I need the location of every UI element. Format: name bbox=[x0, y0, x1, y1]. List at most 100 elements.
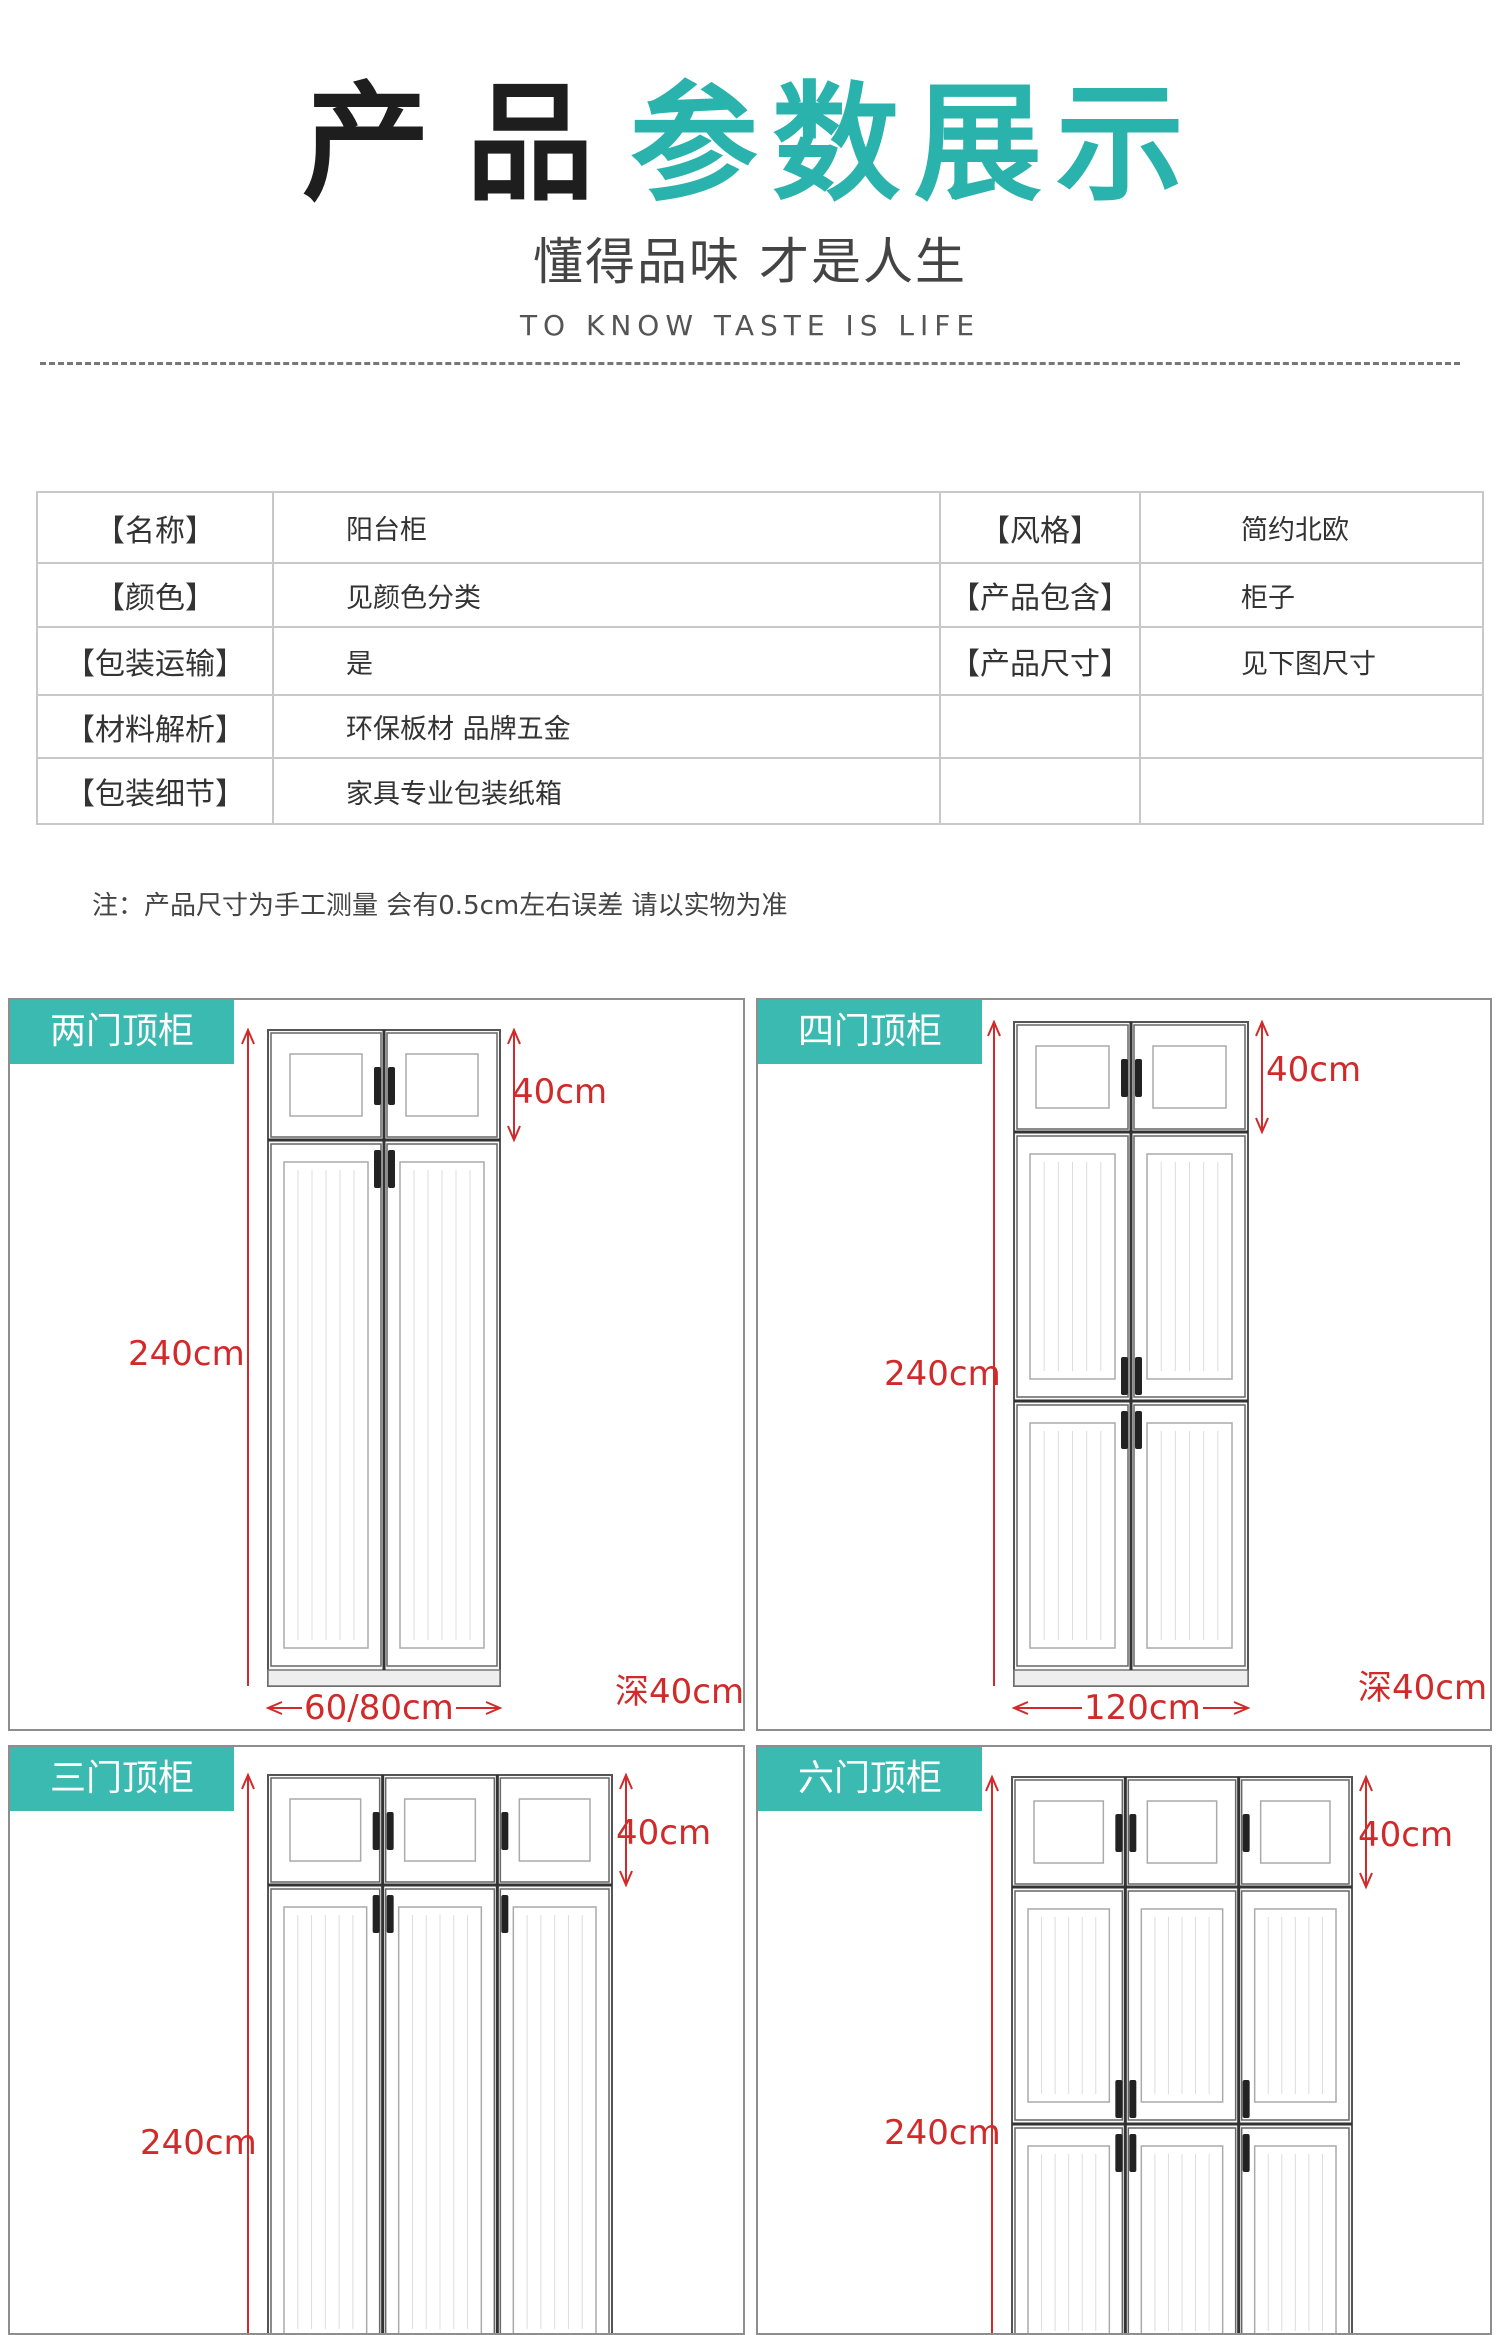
door-handle bbox=[1129, 2080, 1137, 2118]
door-handle bbox=[1135, 1357, 1142, 1395]
door-panel bbox=[1146, 1153, 1233, 1380]
cabinet-plinth bbox=[267, 1669, 501, 1687]
door-panel bbox=[283, 1161, 369, 1649]
panel-title-tag: 两门顶柜 bbox=[10, 1000, 235, 1064]
panel-six-door: 六门顶柜 240cm 40cm bbox=[756, 1745, 1492, 2335]
door-handle bbox=[1129, 2134, 1137, 2172]
spec-label bbox=[939, 694, 1141, 759]
cabinet-drawing-four-door bbox=[987, 1019, 1269, 1715]
top-door bbox=[384, 1777, 496, 1883]
top-door bbox=[1127, 1779, 1237, 1885]
top-door bbox=[499, 1777, 610, 1883]
top-height-dimension: 40cm bbox=[512, 1072, 608, 1112]
door-panel bbox=[1029, 1153, 1116, 1380]
door-panel bbox=[1152, 1045, 1227, 1109]
door-panel bbox=[1146, 1422, 1233, 1649]
top-door bbox=[1133, 1024, 1246, 1130]
spec-label: 【颜色】 bbox=[36, 562, 274, 628]
spec-value: 是 bbox=[272, 626, 941, 696]
door-handle bbox=[1115, 2080, 1123, 2118]
depth-dimension: 深40cm bbox=[615, 1672, 745, 1712]
spec-value: 家具专业包装纸箱 bbox=[272, 757, 941, 825]
dimension-arrow bbox=[1011, 1701, 1251, 1715]
spec-value bbox=[1139, 694, 1484, 759]
spec-label: 【产品包含】 bbox=[939, 562, 1141, 628]
cabinet-plinth bbox=[1013, 1669, 1249, 1687]
spec-row: 【颜色】 见颜色分类 【产品包含】 柜子 bbox=[36, 562, 1484, 628]
door-panel bbox=[289, 1053, 363, 1117]
spec-table: 【名称】 阳台柜 【风格】 简约北欧 【颜色】 见颜色分类 【产品包含】 柜子 … bbox=[36, 491, 1484, 825]
door-panel bbox=[289, 1798, 362, 1862]
spec-row: 【包装运输】 是 【产品尺寸】 见下图尺寸 bbox=[36, 626, 1484, 696]
top-door bbox=[1240, 1779, 1350, 1885]
title-accent-part: 参数展示 bbox=[630, 70, 1199, 219]
door-panel bbox=[1033, 1800, 1105, 1864]
height-dimension: 240cm bbox=[884, 2113, 1001, 2153]
door-handle bbox=[1135, 1059, 1142, 1097]
spec-label: 【名称】 bbox=[36, 491, 274, 564]
door-panel bbox=[405, 1053, 479, 1117]
spec-row: 【包装细节】 家具专业包装纸箱 bbox=[36, 757, 1484, 825]
door-panel bbox=[1140, 2145, 1224, 2333]
subtitle: 懂得品味 才是人生 bbox=[533, 233, 967, 291]
top-door bbox=[270, 1777, 381, 1883]
dimension-arrow bbox=[987, 1019, 1001, 1037]
height-dimension: 240cm bbox=[884, 1354, 1001, 1394]
door-handle bbox=[501, 1812, 509, 1850]
door-panel bbox=[403, 1798, 477, 1862]
height-dimension: 240cm bbox=[140, 2123, 257, 2163]
depth-dimension: 深40cm bbox=[1358, 1668, 1488, 1708]
title-dark-part: 产品 bbox=[301, 70, 630, 219]
door-handle bbox=[386, 1812, 394, 1850]
subtitle-english: TO KNOW TASTE IS LIFE bbox=[519, 309, 981, 342]
door-handle bbox=[1121, 1411, 1128, 1449]
door-panel bbox=[1146, 1800, 1218, 1864]
spec-value: 简约北欧 bbox=[1139, 491, 1484, 564]
spec-label: 【包装细节】 bbox=[36, 757, 274, 825]
measurement-note: 注：产品尺寸为手工测量 会有0.5cm左右误差 请以实物为准 bbox=[92, 891, 788, 921]
top-door bbox=[1014, 1779, 1124, 1885]
dimension-arrow bbox=[985, 1774, 999, 1792]
spec-row: 【材料解析】 环保板材 品牌五金 bbox=[36, 694, 1484, 759]
top-door bbox=[386, 1032, 498, 1138]
door-handle bbox=[1121, 1357, 1128, 1395]
spec-row: 【名称】 阳台柜 【风格】 简约北欧 bbox=[36, 491, 1484, 564]
door-handle bbox=[374, 1067, 381, 1105]
door-panel bbox=[1253, 1908, 1337, 2103]
panel-title-tag: 三门顶柜 bbox=[10, 1747, 235, 1811]
top-door bbox=[270, 1032, 382, 1138]
door-panel bbox=[1027, 2145, 1111, 2333]
spec-value: 见颜色分类 bbox=[272, 562, 941, 628]
panel-four-door: 四门顶柜 240cm 40cm 120cm 深40cm bbox=[756, 998, 1492, 1731]
dimension-arrow bbox=[241, 1027, 255, 1045]
cabinet-drawing-three-door bbox=[241, 1772, 633, 2333]
panel-two-door: 两门顶柜 240cm 40cm 60/80cm 深40cm bbox=[8, 998, 745, 1731]
door-panel bbox=[512, 1906, 597, 2333]
door-handle bbox=[1115, 2134, 1123, 2172]
cabinet-drawing-six-door bbox=[985, 1774, 1373, 2333]
cabinet-drawing-two-door bbox=[241, 1027, 521, 1715]
door-handle bbox=[372, 1812, 380, 1850]
panel-title-tag: 四门顶柜 bbox=[758, 1000, 983, 1064]
top-height-dimension: 40cm bbox=[1266, 1050, 1362, 1090]
dimension-arrow bbox=[619, 1772, 633, 1888]
door-handle bbox=[1115, 1814, 1123, 1852]
door-panel bbox=[397, 1906, 483, 2333]
door-handle bbox=[372, 1895, 380, 1933]
spec-value: 环保板材 品牌五金 bbox=[272, 694, 941, 759]
door-handle bbox=[386, 1895, 394, 1933]
spec-value: 阳台柜 bbox=[272, 491, 941, 564]
dimension-arrow bbox=[1359, 1774, 1373, 1890]
door-panel bbox=[1029, 1422, 1116, 1649]
spec-label: 【产品尺寸】 bbox=[939, 626, 1141, 696]
height-dimension: 240cm bbox=[128, 1334, 245, 1374]
door-handle bbox=[388, 1067, 395, 1105]
door-panel bbox=[1259, 1800, 1331, 1864]
door-handle bbox=[1242, 2080, 1250, 2118]
width-dimension: 60/80cm bbox=[302, 1688, 456, 1728]
door-handle bbox=[374, 1150, 381, 1188]
door-panel bbox=[1027, 1908, 1111, 2103]
door-panel bbox=[399, 1161, 485, 1649]
dimension-arrow bbox=[265, 1701, 503, 1715]
